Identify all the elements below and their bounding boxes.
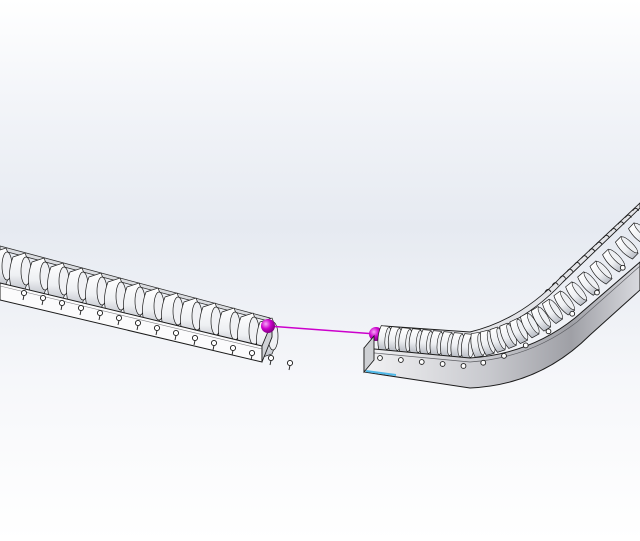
curved-roller	[542, 298, 563, 324]
bolt	[418, 359, 425, 365]
bolt	[58, 299, 66, 307]
bolt	[96, 309, 104, 317]
straight-rollers	[0, 247, 279, 359]
straight-bolts	[20, 289, 294, 371]
mate-point-left[interactable]	[261, 319, 275, 333]
rail-tooth	[610, 228, 618, 232]
bolt	[439, 361, 446, 367]
selected-edge[interactable]	[365, 370, 397, 376]
straight-roller	[47, 262, 70, 304]
bolt	[20, 289, 28, 297]
distance-mate[interactable]	[261, 319, 383, 341]
bolt	[594, 289, 600, 296]
curved-roller	[530, 306, 552, 332]
bolt	[248, 349, 256, 357]
rail-tooth	[617, 221, 625, 225]
straight-conveyor[interactable]	[0, 245, 294, 371]
curved-roller	[509, 318, 529, 345]
curved-end-cap	[363, 334, 375, 374]
rail-tooth	[544, 289, 552, 293]
bolt	[569, 310, 576, 317]
curved-roller	[565, 281, 588, 307]
rail-tooth	[624, 214, 632, 218]
rail-tooth	[632, 207, 640, 212]
rail-tooth	[581, 255, 588, 259]
curved-roller	[577, 271, 600, 296]
bolt	[545, 328, 552, 335]
bolt	[460, 363, 467, 369]
rail-tooth	[573, 261, 581, 266]
bolt	[286, 359, 294, 367]
rail-tooth	[566, 268, 574, 272]
mate-line[interactable]	[267, 325, 377, 335]
straight-roller	[85, 272, 108, 314]
rail-tooth	[603, 234, 610, 239]
rail-tooth	[551, 282, 559, 286]
curved-roller	[602, 248, 626, 273]
bolt	[619, 264, 626, 271]
rail-tooth	[559, 275, 567, 279]
bolt	[267, 354, 275, 362]
bolt	[501, 352, 507, 359]
curved-roller	[628, 222, 640, 246]
curved-front-plate	[363, 261, 640, 389]
bolt	[134, 319, 142, 327]
bolt	[377, 355, 383, 361]
bolt	[480, 359, 487, 366]
bolt	[172, 329, 180, 337]
bolt	[522, 342, 529, 349]
curved-roller	[419, 329, 434, 355]
rail-tooth	[595, 241, 603, 245]
bolt	[115, 314, 123, 322]
bolt	[229, 344, 237, 352]
curved-roller	[553, 290, 576, 316]
curved-bolts	[377, 203, 640, 369]
rail-tooth	[588, 248, 596, 252]
curved-rollers	[377, 222, 640, 359]
curved-roller	[614, 236, 639, 260]
bolt	[398, 357, 404, 363]
curved-roller	[499, 322, 518, 349]
bolt	[210, 339, 218, 347]
curved-roller	[589, 260, 613, 285]
bolt	[39, 294, 47, 302]
curved-conveyor[interactable]	[363, 202, 640, 389]
bolt	[191, 334, 199, 342]
curved-roller	[520, 312, 540, 339]
straight-roller	[218, 307, 241, 349]
bolt	[153, 324, 161, 332]
bolt	[77, 304, 85, 312]
